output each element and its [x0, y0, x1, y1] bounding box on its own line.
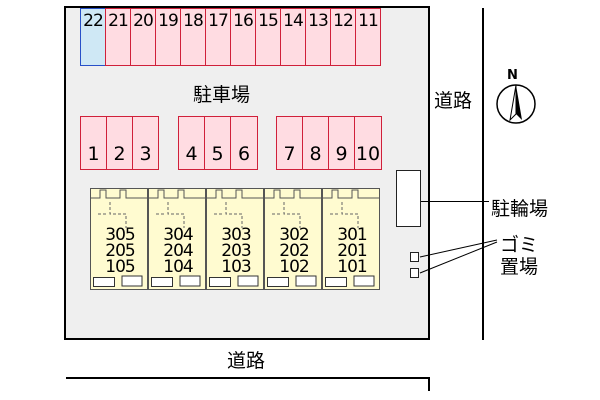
parking-slot-12: 12 [330, 8, 356, 66]
parking-slot-17: 17 [205, 8, 231, 66]
road-bottom-corner [428, 377, 430, 391]
bike-parking-area [396, 170, 421, 227]
parking-slot-5: 5 [204, 116, 231, 170]
room-label-305: 305 [105, 225, 135, 245]
road-label-bottom: 道路 [227, 350, 266, 372]
parking-slot-9: 9 [328, 116, 355, 170]
parking-slot-7: 7 [276, 116, 303, 170]
room-label-101: 101 [337, 257, 367, 277]
compass-icon [496, 84, 536, 124]
room-label-303: 303 [221, 225, 251, 245]
unit-entrance [93, 277, 115, 287]
unit-304-204-104: 304 204 104 [148, 188, 206, 290]
north-label: N [507, 68, 518, 83]
parking-slot-14: 14 [280, 8, 306, 66]
room-label-103: 103 [221, 257, 251, 277]
unit-entrance [209, 277, 231, 287]
parking-slot-19: 19 [155, 8, 181, 66]
parking-slot-1: 1 [80, 116, 107, 170]
garbage-label-line2: 置場 [500, 256, 539, 278]
parking-slot-8: 8 [302, 116, 329, 170]
road-right-edge [482, 8, 484, 340]
room-label-202: 202 [279, 241, 309, 261]
bike-parking-leader [421, 201, 489, 202]
unit-entrance [325, 277, 347, 287]
room-label-302: 302 [279, 225, 309, 245]
north-compass: N [494, 68, 538, 128]
parking-slot-22: 22 [80, 8, 106, 66]
room-label-102: 102 [279, 257, 309, 277]
parking-slot-18: 18 [180, 8, 206, 66]
bike-parking-label: 駐輪場 [491, 198, 549, 220]
unit-301-201-101: 301 201 101 [322, 188, 380, 290]
room-label-301: 301 [337, 225, 367, 245]
road-label-right: 道路 [434, 90, 473, 112]
parking-slot-20: 20 [130, 8, 156, 66]
parking-row-top: 22 21 20 19 18 17 16 15 14 13 12 11 [80, 8, 381, 66]
parking-slot-16: 16 [230, 8, 256, 66]
parking-slot-4: 4 [178, 116, 205, 170]
garbage-leader-lines [419, 239, 498, 274]
floorplan-lines [90, 189, 380, 287]
unit-305-205-105: 305 205 105 [90, 188, 148, 290]
garbage-box-2 [410, 268, 419, 278]
room-label-201: 201 [337, 241, 367, 261]
parking-slot-13: 13 [305, 8, 331, 66]
garbage-box-1 [410, 252, 419, 262]
unit-entrance [267, 277, 289, 287]
room-label-204: 204 [163, 241, 193, 261]
parking-slot-15: 15 [255, 8, 281, 66]
road-bottom-edge [66, 377, 430, 379]
parking-slot-3: 3 [132, 116, 159, 170]
parking-slot-2: 2 [106, 116, 133, 170]
unit-entrance [151, 277, 173, 287]
room-label-104: 104 [163, 257, 193, 277]
unit-303-203-103: 303 203 103 [206, 188, 264, 290]
apartment-building: 305 205 105 304 204 104 303 203 103 302 … [90, 188, 380, 290]
parking-slot-21: 21 [105, 8, 131, 66]
room-label-105: 105 [105, 257, 135, 277]
garbage-label-line1: ゴミ [500, 234, 539, 256]
room-label-203: 203 [221, 241, 251, 261]
room-label-304: 304 [163, 225, 193, 245]
room-label-205: 205 [105, 241, 135, 261]
unit-302-202-102: 302 202 102 [264, 188, 322, 290]
parking-label: 駐車場 [193, 84, 251, 106]
parking-slot-10: 10 [354, 116, 382, 170]
parking-slot-6: 6 [230, 116, 258, 170]
parking-slot-11: 11 [355, 8, 381, 66]
